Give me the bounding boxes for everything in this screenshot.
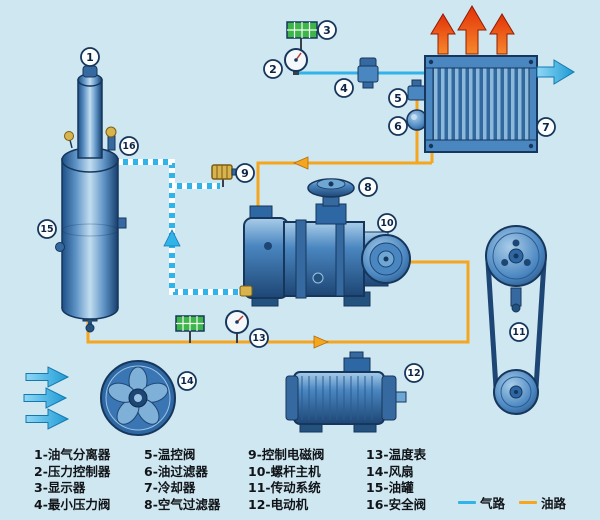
oil-tank xyxy=(55,65,127,333)
legend-item-11: 11-传动系统 xyxy=(248,480,321,495)
legend-column-2: 5-温控阀 6-油过滤器 7-冷却器 8-空气过滤器 xyxy=(144,447,248,513)
solenoid-valve xyxy=(211,164,239,180)
callout-11: 11 xyxy=(509,322,529,342)
svg-text:12: 12 xyxy=(407,368,420,379)
air-path-swatch xyxy=(458,501,476,504)
tank-fitting xyxy=(64,131,74,141)
legend-item-5: 5-温控阀 xyxy=(144,447,196,462)
svg-text:5: 5 xyxy=(394,92,402,105)
svg-text:10: 10 xyxy=(380,218,394,229)
legend-item-14: 14-风扇 xyxy=(366,463,414,479)
callout-1: 1 xyxy=(80,47,100,67)
svg-text:14: 14 xyxy=(180,376,194,387)
legend-item-10: 10-螺杆主机 xyxy=(248,463,321,479)
callout-13: 13 xyxy=(249,328,269,348)
svg-text:13: 13 xyxy=(252,333,265,344)
legend-column-1: 1-油气分离器 2-压力控制器 3-显示器 4-最小压力阀 xyxy=(34,447,144,513)
legend-item-8: 8-空气过滤器 xyxy=(144,496,221,512)
svg-text:15: 15 xyxy=(40,224,53,235)
cooler xyxy=(424,55,538,153)
oil-path-key: 油路 xyxy=(519,493,566,512)
callout-16: 16 xyxy=(119,136,139,156)
oil-flow-arrow xyxy=(313,335,330,349)
legend-column-4: 13-温度表 14-风扇 15-油罐 16-安全阀 xyxy=(366,447,462,513)
svg-text:1: 1 xyxy=(86,51,94,64)
air-path-label: 气路 xyxy=(480,496,506,511)
screw-compressor xyxy=(239,205,411,307)
svg-text:7: 7 xyxy=(542,121,550,134)
min-pressure-valve xyxy=(357,57,379,89)
temperature-gauge xyxy=(225,310,249,334)
legend-item-16: 16-安全阀 xyxy=(366,496,427,512)
air-flow-arrow xyxy=(163,229,181,247)
legend-item-2: 2-压力控制器 xyxy=(34,463,111,479)
legend-item-12: 12-电动机 xyxy=(248,496,309,512)
air-outlet-arrow xyxy=(536,59,575,85)
svg-text:4: 4 xyxy=(340,82,348,95)
callout-8: 8 xyxy=(358,177,378,197)
safety-valve xyxy=(105,126,117,151)
callout-4: 4 xyxy=(334,78,354,98)
air-filter xyxy=(307,178,355,225)
callout-14: 14 xyxy=(177,371,197,391)
hot-air-arrows xyxy=(430,5,515,55)
intake-fitting xyxy=(239,285,253,297)
legend-item-1: 1-油气分离器 xyxy=(34,447,111,462)
piping xyxy=(86,38,470,349)
pressure-gauge xyxy=(284,48,308,72)
callouts: 1 2 3 4 5 6 7 8 9 10 11 12 13 14 15 16 xyxy=(37,20,556,391)
oil-flow-arrow xyxy=(292,156,309,170)
legend-column-3: 9-控制电磁阀 10-螺杆主机 11-传动系统 12-电动机 xyxy=(248,447,366,513)
display-panel-bottom xyxy=(175,315,205,332)
motor xyxy=(285,351,407,433)
tank-fitting xyxy=(117,217,127,229)
legend-item-3: 3-显示器 xyxy=(34,480,86,495)
callout-3: 3 xyxy=(317,20,337,40)
legend-item-4: 4-最小压力阀 xyxy=(34,496,111,512)
svg-text:6: 6 xyxy=(394,120,402,133)
legend-item-6: 6-油过滤器 xyxy=(144,463,208,479)
callout-6: 6 xyxy=(388,116,408,136)
display-panel-top xyxy=(286,21,318,39)
belt-drive xyxy=(485,225,547,415)
legend: 1-油气分离器 2-压力控制器 3-显示器 4-最小压力阀 5-温控阀 6-油过… xyxy=(34,447,596,517)
callout-10: 10 xyxy=(377,213,397,233)
legend-item-15: 15-油罐 xyxy=(366,480,414,495)
drive-pulley xyxy=(485,225,547,287)
air-path-key: 气路 xyxy=(458,493,505,512)
svg-text:9: 9 xyxy=(241,167,249,180)
callout-15: 15 xyxy=(37,219,57,239)
svg-text:2: 2 xyxy=(269,63,277,76)
separator-column xyxy=(77,65,103,159)
callout-12: 12 xyxy=(404,363,424,383)
svg-text:11: 11 xyxy=(512,327,525,338)
svg-text:8: 8 xyxy=(364,181,372,194)
callout-9: 9 xyxy=(235,163,255,183)
callout-7: 7 xyxy=(536,117,556,137)
motor-pulley xyxy=(493,369,539,415)
fan xyxy=(100,360,176,436)
oil-path-swatch xyxy=(519,501,538,504)
tank-fitting xyxy=(55,242,65,252)
air-inlet-arrows xyxy=(23,366,70,430)
legend-item-13: 13-温度表 xyxy=(366,447,427,462)
svg-text:16: 16 xyxy=(122,141,136,152)
oil-path-label: 油路 xyxy=(541,496,567,511)
legend-item-9: 9-控制电磁阀 xyxy=(248,447,325,462)
callout-2: 2 xyxy=(263,59,283,79)
legend-item-7: 7-冷却器 xyxy=(144,480,196,495)
line-legend: 气路 油路 xyxy=(458,493,566,512)
svg-text:3: 3 xyxy=(323,24,331,37)
callout-5: 5 xyxy=(388,88,408,108)
temp-control-valve xyxy=(407,79,427,101)
